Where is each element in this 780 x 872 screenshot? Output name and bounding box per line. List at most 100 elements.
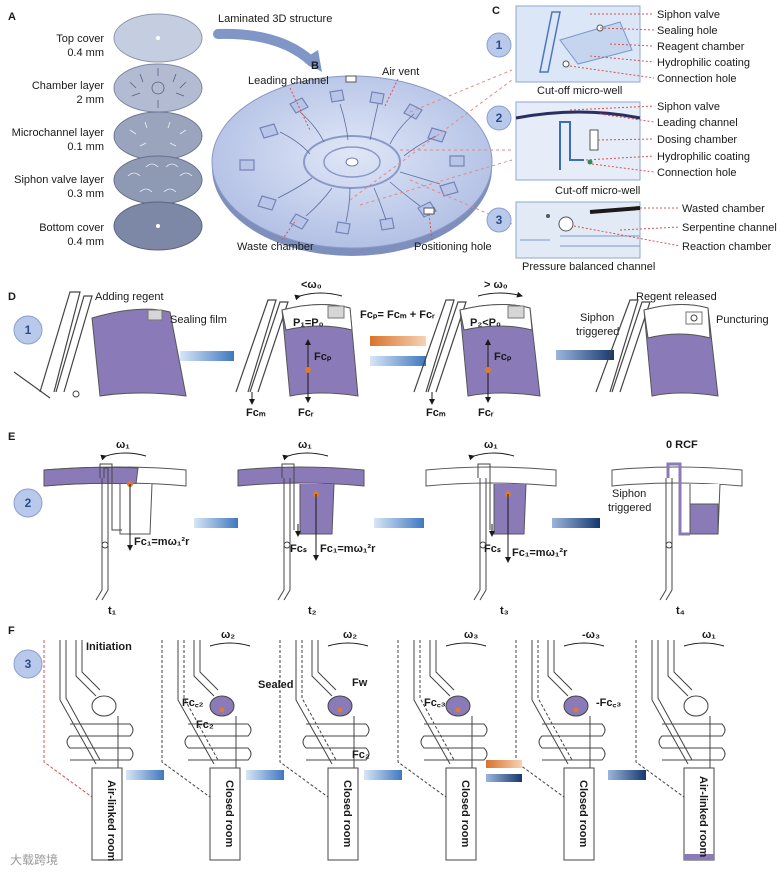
e2-omega: ω₁ — [298, 439, 312, 451]
f-cell-1-path — [59, 640, 97, 765]
e-step-2: ω₁ Fcₛ Fc₁=mω₁²r t₂ — [237, 439, 376, 617]
f-arrow-back — [486, 760, 522, 768]
laminated-label: Laminated 3D structure — [218, 13, 332, 25]
f-cell-1-path — [75, 640, 101, 697]
layer-microchannel — [113, 111, 203, 161]
inset-2-label-3: Hydrophilic coating — [657, 151, 750, 163]
laminated-arrow — [213, 28, 317, 67]
layer-name-3: Siphon valve layer — [14, 174, 104, 186]
inset-badge-3-number: 3 — [496, 213, 503, 227]
panel-letter-f: F — [8, 625, 15, 637]
inset-1-label-1: Sealing hole — [657, 25, 718, 37]
f-cell-5-path — [531, 640, 569, 765]
f-cell-4-rotation-arc — [445, 642, 487, 647]
d3-fcm: Fcₘ — [426, 407, 446, 419]
f-cell-3 — [279, 640, 370, 861]
d2-omega: <ω₀ — [301, 279, 322, 291]
f-cell-4-ellipse — [445, 695, 471, 717]
f-arrow-1 — [126, 770, 164, 780]
f1-room: Air-linked room — [105, 780, 117, 862]
inset-2-label-4: Connection hole — [657, 167, 737, 179]
f-cell-5-rect — [563, 767, 595, 861]
f5-room: Closed room — [577, 780, 589, 847]
f-cell-2-rotation-arc — [209, 642, 251, 647]
d3-omega: > ω₀ — [484, 279, 508, 291]
f-arrow-2 — [246, 770, 284, 780]
f-arrow-5 — [608, 770, 646, 780]
f-cell-2 — [161, 640, 252, 861]
inset-1-label-3: Hydrophilic coating — [657, 57, 750, 69]
f-cell-6-path — [635, 640, 689, 801]
f-cell-2-path — [183, 640, 219, 761]
inset-1-label-4: Connection hole — [657, 73, 737, 85]
f-cell-3-rect — [327, 767, 359, 861]
d-arrow-back — [370, 336, 426, 346]
f-cell-1-path — [43, 640, 97, 801]
e3-force: Fc₁=mω₁²r — [512, 547, 568, 559]
f-cell-6-rotation-arc — [683, 642, 725, 647]
e2-time: t₂ — [308, 605, 317, 617]
e1-omega: ω₁ — [116, 439, 130, 451]
row-badge-3 — [13, 649, 43, 679]
e2-force: Fc₁=mω₁²r — [320, 543, 376, 555]
d2-fcm: Fcₘ — [246, 407, 266, 419]
f-cell-5-ellipse — [563, 695, 589, 717]
d-step-4: Regent released Puncturing — [595, 291, 769, 397]
f-cell-6-path — [667, 640, 693, 697]
e4-omega: 0 RCF — [666, 439, 698, 451]
inset-link-lines — [349, 69, 513, 225]
f-cell-3-rotation-arc — [327, 642, 369, 647]
inset-1-labels: Siphon valve Sealing hole Reagent chambe… — [569, 9, 750, 85]
f-cell-5-path — [537, 640, 573, 761]
inset-1-label-2: Reagent chamber — [657, 41, 745, 53]
f-cell-4-path — [420, 723, 488, 761]
layer-siphon-valve — [113, 155, 203, 205]
f-cell-2-ellipse — [209, 695, 235, 717]
d-siphon-1: Siphon — [580, 312, 614, 324]
d1-title: Adding regent — [95, 291, 164, 303]
f3-room: Closed room — [341, 780, 353, 847]
f6-room: Air-linked room — [697, 776, 709, 858]
f-cell-4-path — [397, 640, 451, 801]
panel-letter-c: C — [492, 5, 500, 17]
f3-force-1: Fw — [352, 677, 368, 689]
f3-force-2: Fc₂ — [352, 749, 370, 761]
inset-2-labels: Siphon valve Leading channel Dosing cham… — [569, 101, 750, 179]
e-arrow-3 — [552, 518, 600, 528]
label-positioning-hole: Positioning hole — [414, 241, 492, 253]
inset-2-label-0: Siphon valve — [657, 101, 720, 113]
layer-labels: Top cover 0.4 mm Chamber layer 2 mm Micr… — [12, 33, 105, 248]
layer-thickness-0: 0.4 mm — [67, 47, 104, 59]
f-sealed: Sealed — [258, 679, 293, 691]
d2-fcr: Fcᵣ — [298, 407, 314, 419]
d-equation: Fcₚ= Fcₘ + Fcᵣ — [360, 309, 435, 321]
inset-2-image — [515, 101, 641, 181]
inset-3-caption: Pressure balanced channel — [522, 261, 655, 273]
f-cell-1-path — [66, 723, 134, 761]
layer-stack — [113, 13, 203, 251]
inset-3-label-2: Reaction chamber — [682, 241, 772, 253]
f-cell-3-ellipse — [327, 695, 353, 717]
inset-2-label-1: Leading channel — [657, 117, 738, 129]
e-siphon-1: Siphon — [612, 488, 646, 500]
inset-3-label-0: Wasted chamber — [682, 203, 765, 215]
d-step-1: Adding regent Sealing film — [13, 291, 227, 399]
f-cell-3-path — [311, 640, 337, 697]
inset-1-caption: Cut-off micro-well — [537, 85, 622, 97]
f2-room: Closed room — [223, 780, 235, 847]
d4-title: Regent released — [636, 291, 717, 303]
f-arrow-4 — [486, 774, 522, 782]
e-step-3: ω₁ Fcₛ Fc₁=mω₁²r t₃ — [425, 439, 568, 617]
f2-omega: ω₂ — [221, 629, 235, 641]
layer-name-1: Chamber layer — [32, 80, 104, 92]
f3-omega: ω₂ — [343, 629, 357, 641]
f-cell-1 — [43, 640, 134, 861]
row-badge-2-number: 2 — [25, 496, 32, 510]
inset-3-labels: Wasted chamber Serpentine channel Reacti… — [573, 203, 777, 253]
f-cell-6-path — [658, 723, 726, 761]
d3-pressure: P₂<P₀ — [470, 317, 501, 329]
inset-2-caption: Cut-off micro-well — [555, 185, 640, 197]
f-cell-4-path — [413, 640, 451, 765]
f-cell-6-path — [657, 640, 693, 761]
f-cell-6-path — [651, 640, 689, 765]
